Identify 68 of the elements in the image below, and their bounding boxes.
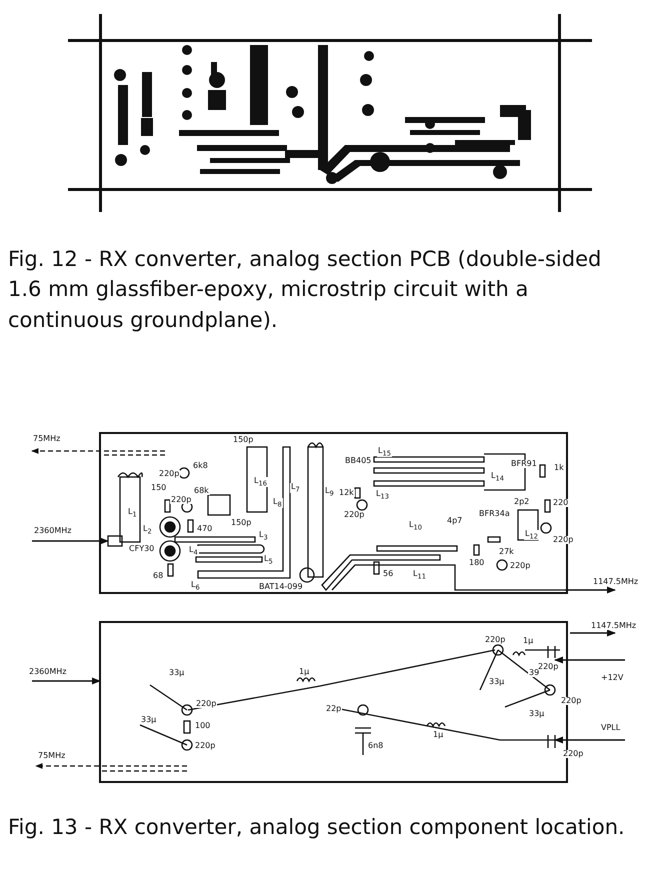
component-label: 68 <box>152 572 164 580</box>
component-label: 6k8 <box>192 462 209 470</box>
component-label: 1µ <box>522 637 534 645</box>
component-label: BAT14-099 <box>258 583 304 591</box>
component-label: BB405 <box>344 457 372 465</box>
component-label: L$_{1}$ <box>127 508 138 518</box>
component-label: 150p <box>232 436 254 444</box>
component-label: 220p <box>537 663 560 671</box>
component-label: L$_{12}$ <box>524 530 539 540</box>
component-label: 220p <box>562 750 584 758</box>
component-label: BFR34a <box>478 510 511 518</box>
component-label: L$_{4}$ <box>188 546 199 556</box>
component-label: 68k <box>193 487 210 495</box>
component-label: 180 <box>468 559 486 567</box>
component-label: 75MHz <box>32 435 62 443</box>
component-label: L$_{3}$ <box>258 531 269 542</box>
component-label: 1µ <box>432 731 444 739</box>
component-label: 1147.5MHz <box>592 578 640 586</box>
component-label: 6n8 <box>367 742 384 750</box>
component-label: L$_{2}$ <box>142 525 153 536</box>
component-label: 33µ <box>488 678 506 686</box>
component-label: L$_{13}$ <box>375 490 390 500</box>
component-label: L$_{11}$ <box>412 570 427 580</box>
component-label: L$_{16}$ <box>253 477 268 488</box>
component-label: 220p <box>343 511 366 519</box>
component-label: 2p2 <box>513 498 530 506</box>
component-label: L$_{9}$ <box>324 487 335 498</box>
component-label: 33µ <box>140 716 158 724</box>
component-label: 1µ <box>298 668 310 676</box>
component-label: L$_{7}$ <box>290 483 301 494</box>
component-label: L$_{10}$ <box>408 521 423 532</box>
component-label: 27k <box>498 548 515 556</box>
component-label: VPLL <box>600 724 622 732</box>
component-label: 220p <box>195 700 218 708</box>
component-label: L$_{15}$ <box>377 447 392 458</box>
component-label: 39 <box>528 669 540 677</box>
component-label: 1147.5MHz <box>590 622 638 630</box>
figure-caption: Fig. 13 - RX converter, analog section component location. <box>8 814 626 841</box>
component-label: 220p <box>158 470 180 478</box>
component-label: 56 <box>382 570 394 578</box>
component-label: +12V <box>600 674 624 682</box>
component-label: L$_{8}$ <box>272 498 283 508</box>
component-label: L$_{5}$ <box>263 555 274 566</box>
component-label: 1k <box>553 464 565 472</box>
component-label: L$_{14}$ <box>490 472 505 482</box>
component-label: 33µ <box>528 710 546 718</box>
component-label: 2360MHz <box>28 668 68 676</box>
component-label: 4p7 <box>446 517 464 525</box>
component-label: 100 <box>194 722 212 730</box>
component-label: 220p <box>509 562 532 570</box>
component-label: 220 <box>552 499 570 507</box>
component-label: BFR91 <box>510 460 538 468</box>
component-label: 150 <box>150 484 168 492</box>
component-label: 2360MHz <box>33 527 72 535</box>
figure-caption: Fig. 12 - RX converter, analog section PCB (double-sided 1.6 mm glassfiber-epoxy, microstrip circuit with a continuous groundplane). <box>8 246 602 334</box>
component-label: 220p <box>170 496 192 504</box>
component-label: 220p <box>194 742 216 750</box>
component-label: 22p <box>325 705 342 713</box>
component-label: 75MHz <box>37 752 66 760</box>
component-label: 150p <box>230 519 252 527</box>
component-label: 470 <box>196 525 214 533</box>
component-label: 33µ <box>168 669 186 677</box>
component-label: 220p <box>552 536 574 544</box>
component-label: 12k <box>338 489 355 497</box>
component-label: L$_{6}$ <box>190 581 201 592</box>
component-label: CFY30 <box>128 545 156 553</box>
component-label: 220p <box>560 697 582 705</box>
component-label: 220p <box>484 636 506 644</box>
